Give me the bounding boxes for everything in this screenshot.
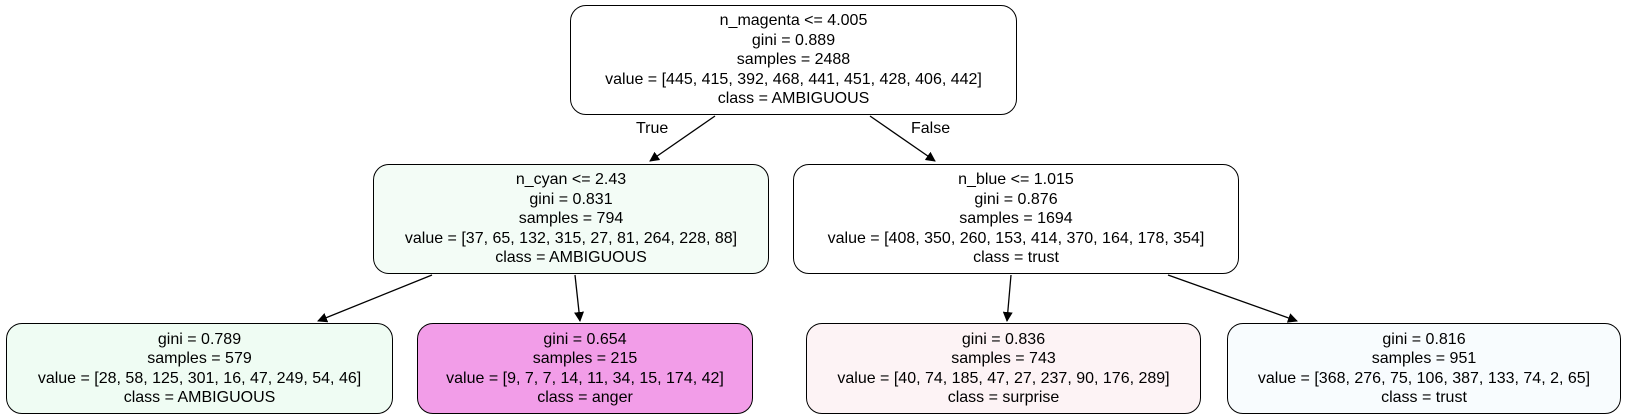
edge-root-left [649,115,716,162]
edge-right-leaf4 [1167,274,1298,323]
tree-node-root: n_magenta <= 4.005 gini = 0.889 samples … [570,5,1017,115]
node-samples: samples = 215 [532,350,638,367]
node-samples: samples = 951 [1371,350,1477,367]
tree-leaf: gini = 0.654 samples = 215 value = [9, 7… [417,323,753,414]
tree-leaf: gini = 0.789 samples = 579 value = [28, … [6,323,393,414]
node-gini: gini = 0.836 [961,330,1046,348]
node-class: class = surprise [947,389,1060,406]
edge-root-right [869,115,936,162]
node-samples: samples = 1694 [959,210,1073,228]
node-class: class = trust [973,249,1059,267]
tree-leaf: gini = 0.836 samples = 743 value = [40, … [806,323,1201,414]
edge-left-leaf1 [317,274,433,323]
edge-right-leaf3 [1002,274,1013,322]
edge-label-false: False [911,120,951,137]
node-value: value = [9, 7, 7, 14, 11, 34, 15, 174, 4… [446,369,724,387]
node-value: value = [37, 65, 132, 315, 27, 81, 264, … [404,229,738,247]
node-value: value = [368, 276, 75, 106, 387, 133, 74… [1257,369,1591,387]
node-condition: n_magenta <= 4.005 [719,12,868,30]
node-value: value = [408, 350, 260, 153, 414, 370, 1… [827,229,1205,247]
node-samples: samples = 2488 [736,51,851,69]
node-class: class = AMBIGUOUS [717,90,870,108]
node-class: class = AMBIGUOUS [495,249,647,267]
tree-leaf: gini = 0.816 samples = 951 value = [368,… [1227,323,1621,414]
node-samples: samples = 579 [147,350,252,367]
node-value: value = [40, 74, 185, 47, 27, 237, 90, 1… [837,369,1170,387]
tree-node-right: n_blue <= 1.015 gini = 0.876 samples = 1… [793,164,1239,274]
node-samples: samples = 794 [518,210,624,228]
node-value: value = [28, 58, 125, 301, 16, 47, 249, … [37,369,362,387]
node-gini: gini = 0.789 [157,330,242,348]
node-gini: gini = 0.816 [1382,330,1466,348]
node-gini: gini = 0.831 [529,190,613,208]
node-gini: gini = 0.876 [974,190,1058,208]
tree-node-left: n_cyan <= 2.43 gini = 0.831 samples = 79… [373,164,769,274]
node-samples: samples = 743 [951,350,1056,367]
node-condition: n_blue <= 1.015 [958,171,1074,189]
node-class: class = trust [1381,389,1467,406]
edge-left-leaf2 [574,274,584,322]
node-gini: gini = 0.889 [751,31,836,49]
node-gini: gini = 0.654 [543,330,627,348]
node-value: value = [445, 415, 392, 468, 441, 451, 4… [605,70,982,88]
node-class: class = anger [537,389,633,406]
edge-label-true: True [636,120,669,137]
node-condition: n_cyan <= 2.43 [515,171,627,189]
node-class: class = AMBIGUOUS [123,389,276,406]
